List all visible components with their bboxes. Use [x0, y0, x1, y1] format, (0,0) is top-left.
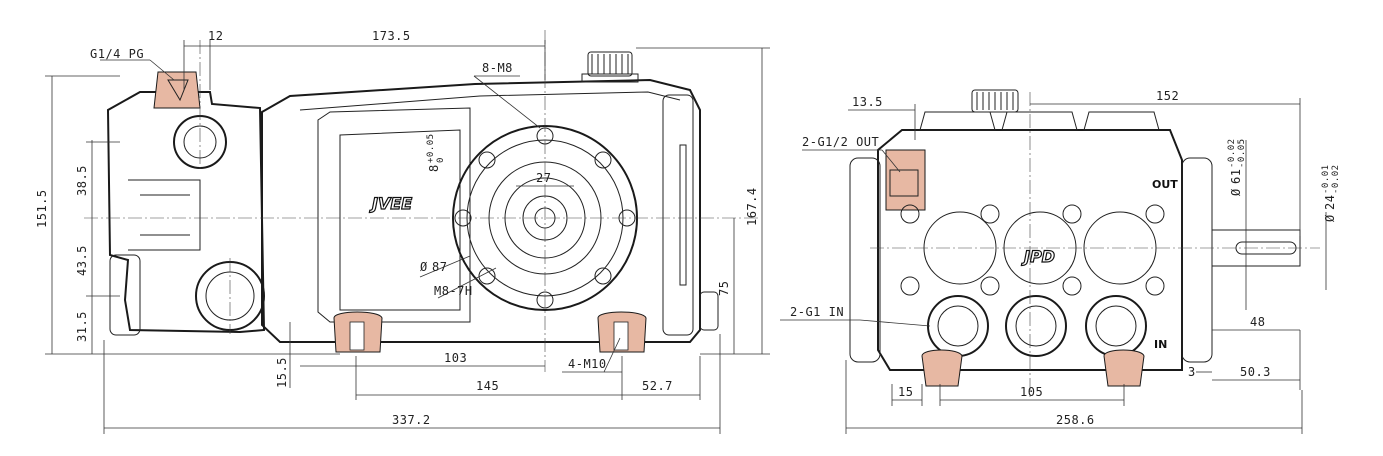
- oil-cap-grip: [591, 54, 629, 74]
- bolt-hole: [594, 151, 612, 169]
- inlet-port: [927, 295, 989, 357]
- rear-cover-slot: [679, 144, 687, 286]
- dim-8-tol-group: 8 +0.05 0: [426, 133, 446, 172]
- crankcase-outline: [261, 78, 701, 343]
- oil-cap: [587, 51, 633, 77]
- valve-cap: [1001, 111, 1078, 131]
- inlet-port: [1085, 295, 1147, 357]
- bolt-hole: [478, 151, 496, 169]
- dim-61: 61: [1229, 169, 1243, 184]
- front-oil-cap-grip: [976, 92, 1014, 110]
- dim-13-5: 13.5: [852, 95, 883, 109]
- dim-24: 24: [1323, 195, 1337, 210]
- front-housing-outline: [877, 129, 1183, 371]
- port-in-tag: IN: [1154, 338, 1167, 351]
- dim-87-group: Ø 87: [420, 260, 447, 274]
- port-out-tag: OUT: [1152, 178, 1178, 191]
- valve-caps-top: [919, 111, 1160, 131]
- side-dimension-lines: [45, 40, 770, 434]
- dim-87: 87: [432, 260, 447, 274]
- callout-2-g1-in: 2-G1 IN: [790, 305, 844, 319]
- callout-m8-7h: M8-7H: [434, 284, 473, 298]
- front-dimension-lines: [780, 98, 1327, 434]
- valve-caps: [128, 179, 201, 251]
- inlet-port: [1005, 295, 1067, 357]
- dim-167-4: 167.4: [745, 187, 759, 226]
- dim-61-lower: -0.05: [1237, 138, 1247, 168]
- dim-38-5: 38.5: [75, 165, 89, 196]
- dim-15-5: 15.5: [275, 357, 289, 388]
- dim-52-7: 52.7: [642, 379, 673, 393]
- crankcase-inner-outline: [317, 107, 471, 323]
- dim-145: 145: [476, 379, 499, 393]
- dim-103: 103: [444, 351, 467, 365]
- side-view-logo: JVEE: [369, 194, 412, 213]
- outlet-section: [885, 149, 926, 211]
- valve-cap: [1083, 111, 1160, 131]
- valve-cap: [919, 111, 996, 131]
- front-oil-cap: [971, 89, 1019, 113]
- dim-61-phi: Ø: [1229, 188, 1243, 196]
- crankcase-rib-top: [299, 91, 681, 111]
- dim-61-upper: -0.02: [1227, 138, 1237, 168]
- dim-24-lower: -0.02: [1331, 164, 1341, 194]
- dim-8-upper: +0.05: [426, 133, 436, 163]
- dim-8: 8: [427, 164, 441, 172]
- dim-337-2: 337.2: [392, 413, 431, 427]
- dim-24-phi: Ø: [1323, 214, 1337, 222]
- crankcase-inner-rib: [339, 129, 461, 311]
- front-bolt-holes: [900, 204, 1165, 296]
- callout-8-m8: 8-M8: [482, 61, 513, 75]
- foot-front-bolt: [349, 321, 365, 351]
- dim-27: 27: [536, 171, 551, 185]
- dim-105: 105: [1020, 385, 1043, 399]
- dim-61-group: Ø 61 -0.02 -0.05: [1227, 138, 1247, 196]
- rear-cover: [662, 94, 694, 336]
- dim-31-5: 31.5: [75, 311, 89, 342]
- oil-cap-base: [581, 73, 639, 83]
- dim-15: 15: [898, 385, 913, 399]
- dim-258-6: 258.6: [1056, 413, 1095, 427]
- gauge-port-section: [153, 71, 201, 109]
- dim-3: 3: [1188, 365, 1196, 379]
- dim-50-3: 50.3: [1240, 365, 1271, 379]
- callout-2-g12-out: 2-G1/2 OUT: [802, 135, 879, 149]
- bolt-hole: [478, 267, 496, 285]
- dim-24-upper: -0.01: [1321, 164, 1331, 194]
- dim-48: 48: [1250, 315, 1265, 329]
- dim-8-lower: 0: [436, 157, 446, 163]
- bolt-hole: [594, 267, 612, 285]
- dim-43-5: 43.5: [75, 245, 89, 276]
- dim-152: 152: [1156, 89, 1179, 103]
- callout-4-m10: 4-M10: [568, 357, 607, 371]
- dim-173-5: 173.5: [372, 29, 411, 43]
- inlet-boss: [109, 254, 141, 336]
- outlet-thread: [889, 169, 919, 197]
- dim-12: 12: [208, 29, 223, 43]
- front-foot-right: [1103, 349, 1145, 387]
- dim-24-group: Ø 24 -0.01 -0.02: [1321, 164, 1341, 222]
- right-flange: [1181, 157, 1213, 363]
- inlet-ports: [927, 295, 1147, 357]
- front-foot-left: [921, 349, 963, 387]
- drain-plug: [699, 291, 719, 331]
- front-view-logo: JPD: [1021, 247, 1055, 266]
- dim-151-5: 151.5: [35, 189, 49, 228]
- front-view: JPD OUT IN: [780, 89, 1341, 434]
- left-flange: [849, 157, 881, 363]
- manifold-head: [106, 91, 266, 334]
- dim-75: 75: [717, 281, 731, 296]
- callout-g14pg: G1/4 PG: [90, 47, 144, 61]
- dim-87-phi: Ø: [420, 260, 428, 274]
- side-view: JVEE: [35, 29, 770, 434]
